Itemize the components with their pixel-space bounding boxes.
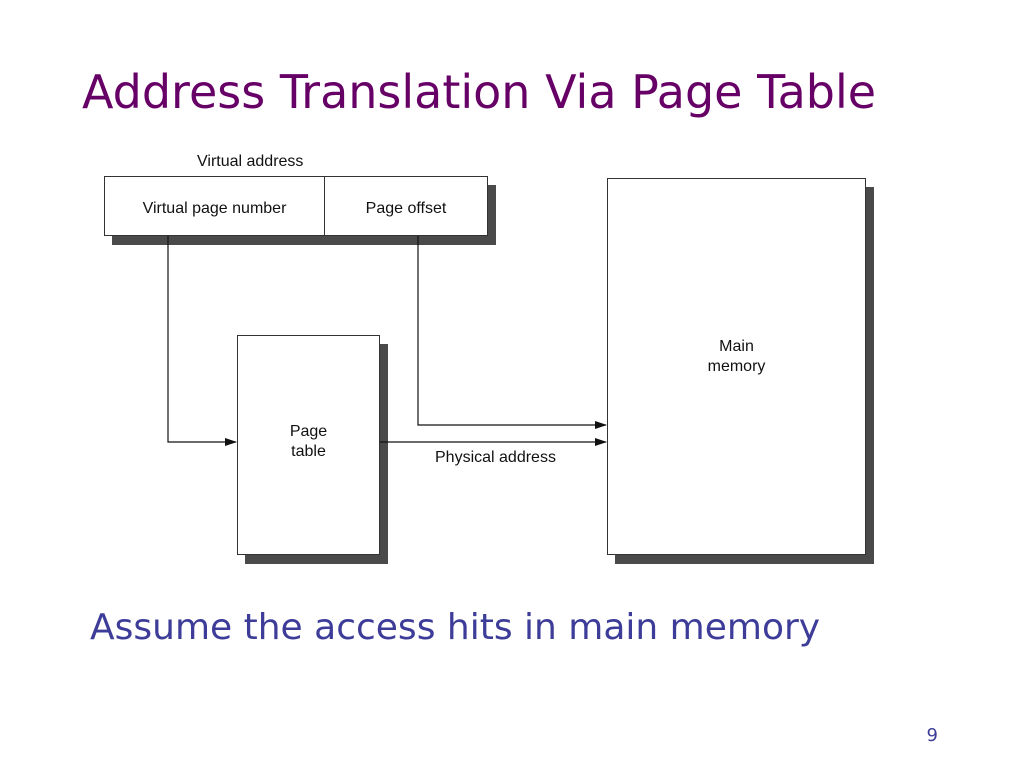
page-number: 9 <box>926 725 938 746</box>
page-offset-field: Page offset <box>324 176 488 236</box>
offset-to-memory-arrow <box>417 236 607 429</box>
page-table-label-line2: table <box>291 443 326 460</box>
virtual-page-number-label: Virtual page number <box>142 200 287 217</box>
slide-title: Address Translation Via Page Table <box>82 65 877 119</box>
virtual-page-number-field: Virtual page number <box>104 176 325 236</box>
page-offset-label: Page offset <box>365 200 447 217</box>
main-memory-box: Main memory <box>607 178 866 555</box>
page-table-label-line1: Page <box>289 423 328 440</box>
slide-caption: Assume the access hits in main memory <box>90 607 821 648</box>
main-memory-label-line1: Main <box>719 338 754 355</box>
page-table-box: Page table <box>237 335 380 555</box>
virtual-address-label: Virtual address <box>197 153 304 170</box>
physical-address-label: Physical address <box>435 449 556 466</box>
main-memory-label-line2: memory <box>707 358 766 375</box>
vpn-to-page-table-arrow <box>167 236 237 446</box>
